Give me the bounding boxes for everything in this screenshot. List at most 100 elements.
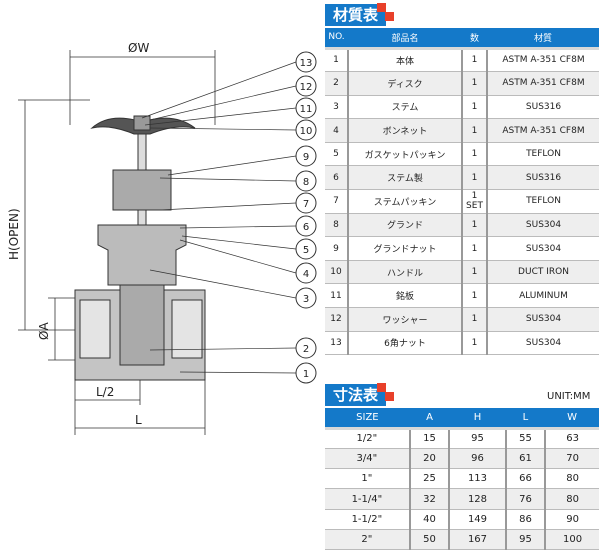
table-cell: 1: [461, 331, 487, 356]
table-cell: 1: [461, 71, 487, 96]
callout-circle: [295, 337, 317, 359]
table-cell: 95: [448, 428, 506, 449]
table-cell: SUS304: [486, 307, 599, 332]
callout-circle: [295, 238, 317, 260]
table-cell: ステム: [347, 95, 462, 120]
table-cell: 1: [461, 283, 487, 309]
callout-circle: [295, 145, 317, 167]
callout-number: 2: [303, 344, 309, 355]
table-cell: SUS316: [486, 95, 599, 120]
dim-l2-label: L/2: [96, 385, 114, 399]
dim-a-label: ØA: [37, 322, 51, 340]
column-header: 材質: [487, 28, 599, 50]
leader-line: [144, 107, 297, 126]
table-cell: 1-1/2": [325, 509, 410, 530]
table-cell: ディスク: [347, 71, 462, 96]
table-cell: グランドナット: [347, 236, 462, 261]
table-cell: 1: [461, 95, 487, 120]
leader-line: [179, 371, 297, 374]
accent-square: [385, 12, 394, 21]
dimension-lines: [18, 50, 216, 435]
table-cell: TEFLON: [486, 142, 599, 167]
callout-number: 1: [303, 369, 309, 380]
table-cell: 1: [461, 307, 487, 332]
table-cell: ハンドル: [347, 260, 462, 285]
unit-label: UNIT:MM: [547, 391, 591, 402]
table-cell: 6: [325, 165, 348, 191]
table-cell: 80: [544, 488, 599, 510]
table-cell: SUS304: [486, 236, 599, 261]
table-cell: 86: [504, 509, 546, 530]
table-cell: 80: [544, 468, 599, 490]
callout-circle: [295, 97, 317, 119]
table-cell: ステム製: [347, 165, 462, 191]
table-cell: 1: [461, 260, 487, 285]
callout-circle: [295, 287, 317, 309]
column-header: W: [545, 408, 599, 430]
accent-square: [377, 383, 386, 392]
table-cell: SUS316: [486, 165, 599, 191]
table-cell: ASTM A-351 CF8M: [486, 71, 599, 96]
column-header: 部品名: [348, 28, 462, 50]
table-cell: 1-1/4": [325, 488, 410, 510]
callout-number: 10: [300, 126, 313, 137]
table-cell: 25: [408, 468, 450, 490]
accent-square: [377, 3, 386, 12]
table-cell: 1/2": [325, 428, 410, 449]
table-cell: 1: [461, 142, 487, 167]
table-cell: 40: [408, 509, 450, 530]
table-cell: 50: [408, 529, 450, 550]
table-cell: 9: [325, 236, 348, 261]
table-cell: 128: [448, 488, 506, 510]
table-cell: SUS304: [486, 213, 599, 238]
table-cell: 銘板: [347, 283, 462, 309]
leader-line: [179, 225, 297, 229]
callout-number: 11: [300, 104, 313, 115]
column-header: L: [505, 408, 546, 430]
column-header: A: [409, 408, 450, 430]
column-header: 数: [462, 28, 487, 50]
callout-number: 7: [303, 199, 309, 210]
callout-circle: [295, 362, 317, 384]
table-cell: 1: [461, 118, 487, 143]
callout-number: 9: [303, 152, 309, 163]
table-cell: 32: [408, 488, 450, 510]
callout-number: 6: [303, 222, 309, 233]
table-cell: 113: [448, 468, 506, 490]
dimensions-title: 寸法表: [325, 384, 387, 406]
column-header: SIZE: [325, 408, 410, 430]
leader-line: [167, 155, 297, 176]
table-cell: 13: [325, 331, 348, 356]
table-cell: 10: [325, 260, 348, 285]
table-cell: 11: [325, 283, 348, 309]
table-cell: 149: [448, 509, 506, 530]
table-cell: 167: [448, 529, 506, 550]
table-cell: 15: [408, 428, 450, 449]
leader-line: [181, 235, 297, 250]
table-cell: 8: [325, 213, 348, 238]
table-cell: 5: [325, 142, 348, 167]
table-cell: 1": [325, 468, 410, 490]
materials-title: 材質表: [325, 4, 387, 26]
leader-line: [149, 347, 297, 351]
table-cell: 76: [504, 488, 546, 510]
table-cell: ステムパッキン: [347, 189, 462, 214]
table-cell: 1: [461, 165, 487, 191]
table-cell: ASTM A-351 CF8M: [486, 48, 599, 73]
leader-line: [159, 202, 297, 211]
dim-w-label: ØW: [128, 41, 149, 55]
table-cell: 63: [544, 428, 599, 449]
table-cell: 96: [448, 448, 506, 470]
table-cell: 1 SET: [461, 189, 487, 214]
